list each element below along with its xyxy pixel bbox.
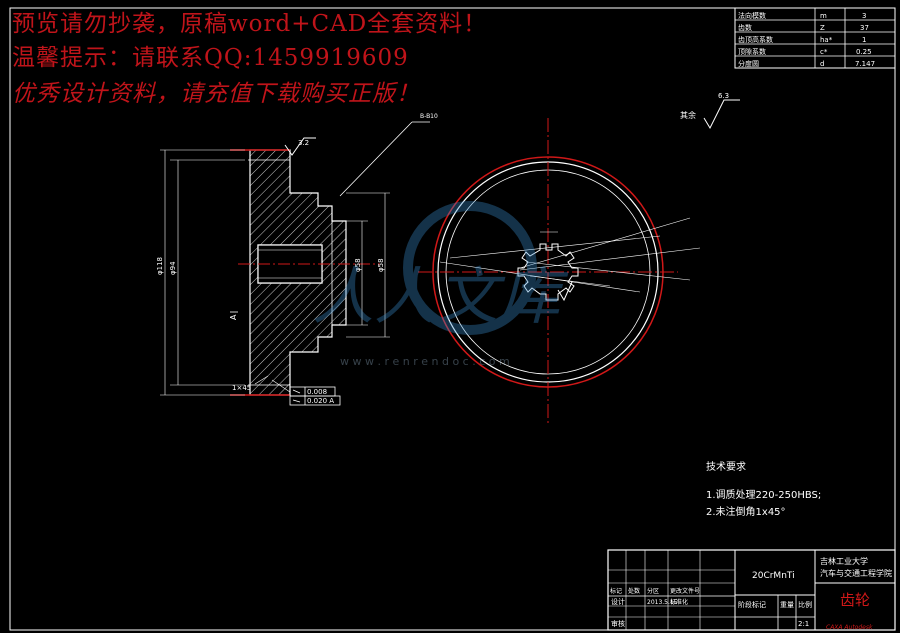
tb-row-mark: 标记 <box>610 587 622 595</box>
title-block: 标记 处数 分区 更改文件号 设计 2013.5.15 标准化 审核 20CrM… <box>607 549 896 631</box>
dim-mid: φ94 <box>169 261 177 275</box>
section-view: φ118 φ94 φ58 φ58 A 3.2 B-B10 1×45 0.008 … <box>156 113 438 406</box>
dim-mid2: φ58 <box>354 258 362 272</box>
tech-heading: 技术要求 <box>706 460 746 473</box>
tb-scale: 比例 <box>798 600 812 609</box>
tb-footer: CAXA Autodesk <box>826 624 873 631</box>
tb-stage: 阶段标记 <box>738 600 766 609</box>
tb-weight: 重量 <box>780 601 794 609</box>
param-val-2: 1 <box>862 36 866 44</box>
param-val-4: 7.147 <box>855 60 875 68</box>
drawing-frame <box>9 7 896 631</box>
svg-text:其余: 其余 <box>680 110 696 120</box>
tb-scale-value: 2:1 <box>798 620 809 628</box>
tb-std: 标准化 <box>670 598 688 606</box>
keyway-callout: B-B10 <box>420 113 438 120</box>
tech-item-2: 2.未注倒角1x45° <box>706 505 786 518</box>
svg-text:6.3: 6.3 <box>718 92 729 100</box>
tb-row-count: 处数 <box>628 587 640 595</box>
param-val-3: 0.25 <box>856 48 872 56</box>
watermark-line-3: 优秀设计资料，请充值下载购买正版！ <box>12 81 420 107</box>
param-sym-3: c* <box>820 48 828 56</box>
tech-requirements: 技术要求 1.调质处理220-250HBS; 2.未注倒角1x45° <box>706 460 821 518</box>
tech-item-1: 1.调质处理220-250HBS; <box>706 489 821 501</box>
tb-part-name: 齿轮 <box>840 591 870 609</box>
gear-param-table: 法向模数 m 3 齿数 Z 37 齿顶高系数 ha* 1 顶隙系数 c* 0.2… <box>734 7 896 69</box>
param-val-0: 3 <box>862 12 866 20</box>
param-sym-1: Z <box>820 24 825 32</box>
tb-school-1: 吉林工业大学 <box>820 556 868 566</box>
tb-date: 2013.5.15 <box>647 599 678 606</box>
tb-material: 20CrMnTi <box>752 571 795 581</box>
param-name-3: 顶隙系数 <box>738 47 766 56</box>
param-name-1: 齿数 <box>738 23 752 32</box>
tb-review: 审核 <box>611 619 625 628</box>
param-name-2: 齿顶高系数 <box>738 35 773 44</box>
watermark-line-1: 预览请勿抄袭，原稿word+CAD全套资料！ <box>12 11 488 37</box>
chamfer-label: 1×45 <box>232 384 251 392</box>
watermark-line-2: 温馨提示：请联系QQ:1459919609 <box>12 45 409 71</box>
site-watermark-logo: 人人文库 w w w . r e n r e n d o c . c o m <box>312 201 569 368</box>
tol-runout: 0.020 A <box>307 397 334 405</box>
svg-text:w w w . r e n r e n d o c . c: w w w . r e n r e n d o c . c o m <box>340 355 510 368</box>
param-val-1: 37 <box>860 24 869 32</box>
svg-text:人人文库: 人人文库 <box>312 260 569 333</box>
param-sym-0: m <box>820 12 827 20</box>
roughness-other: 6.3 其余 <box>680 92 740 130</box>
dim-hub: φ58 <box>377 258 385 272</box>
roughness-top: 3.2 <box>298 139 309 147</box>
param-name-4: 分度圆 <box>738 59 759 68</box>
tb-row-zone: 分区 <box>647 587 659 595</box>
dim-outer: φ118 <box>156 257 164 275</box>
front-view <box>418 118 701 425</box>
param-sym-4: d <box>820 60 824 68</box>
tb-school-2: 汽车与交通工程学院 <box>820 568 892 578</box>
param-name-0: 法向模数 <box>738 11 766 20</box>
tol-flat: 0.008 <box>307 388 327 396</box>
tb-design: 设计 <box>611 597 625 606</box>
param-sym-2: ha* <box>820 36 833 44</box>
datum-a: A <box>229 314 238 320</box>
tb-row-file: 更改文件号 <box>670 587 700 595</box>
